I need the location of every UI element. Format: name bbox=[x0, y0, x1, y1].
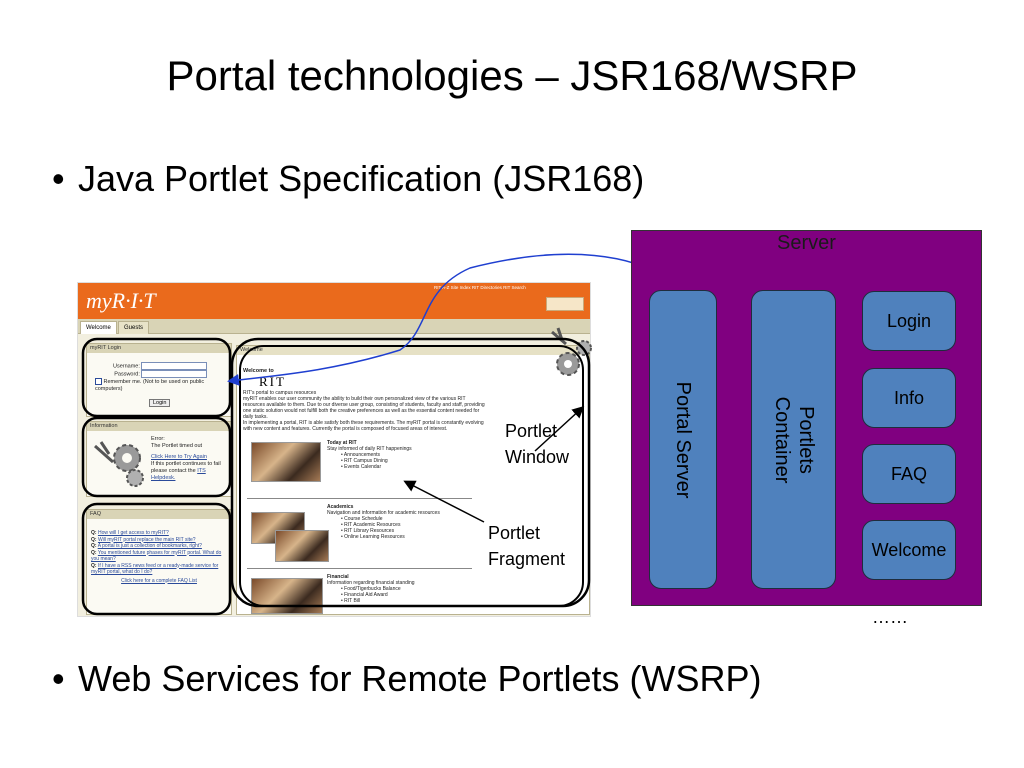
helpdesk-link[interactable]: ITS Helpdesk. bbox=[151, 468, 206, 481]
portlet-window-arrow bbox=[534, 405, 585, 452]
more-portlets-ellipsis: …… bbox=[872, 607, 908, 627]
section-link[interactable]: • RIT Campus Dining bbox=[341, 458, 388, 464]
login-portlet-title: myRIT Login bbox=[87, 344, 231, 353]
portlets-container-label: Portlets Container bbox=[770, 396, 817, 483]
username-label: Username: bbox=[113, 363, 140, 370]
intro-text: myRIT enables our user community the abi… bbox=[243, 396, 485, 420]
campus-photo bbox=[251, 442, 321, 482]
portlet-faq: FAQ bbox=[862, 444, 956, 504]
section-link[interactable]: • RIT Library Resources bbox=[341, 528, 395, 534]
remember-checkbox[interactable] bbox=[95, 378, 102, 385]
bullet-wsrp: • Web Services for Remote Portlets (WSRP) bbox=[52, 658, 762, 700]
faq-item[interactable]: Q: How will I get access to myRIT? bbox=[91, 530, 227, 537]
login-button[interactable]: Login bbox=[149, 399, 171, 407]
section-link[interactable]: • Food/Tigerbucks Balance bbox=[341, 586, 401, 592]
remember-label: Remember me. (Not to be used on public c… bbox=[95, 378, 205, 392]
slide-title: Portal technologies – JSR168/WSRP bbox=[166, 52, 858, 99]
tab-guests[interactable]: Guests bbox=[118, 321, 150, 334]
information-portlet: Information Error: The Portlet timed out… bbox=[86, 421, 232, 497]
faq-portlet-title: FAQ bbox=[87, 510, 231, 519]
student-photo bbox=[275, 530, 329, 562]
welcome-intro: RIT's portal to campus resources myRIT e… bbox=[243, 390, 488, 432]
faq-prefix: Q: bbox=[91, 549, 97, 556]
faq-link[interactable]: A portal is just a collection of bookmar… bbox=[97, 543, 202, 549]
section-link[interactable]: • Announcements bbox=[341, 452, 381, 458]
password-input[interactable] bbox=[141, 370, 208, 379]
username-input[interactable] bbox=[141, 362, 208, 370]
faq-link[interactable]: If I have a RSS news feed or a ready-mad… bbox=[91, 562, 219, 576]
faq-link[interactable]: Will myRIT portal replace the main RIT s… bbox=[97, 536, 196, 543]
server-to-login-arrow bbox=[227, 253, 691, 386]
portal-server-label: Portal Server bbox=[672, 381, 694, 498]
faq-link[interactable]: How will I get access to myRIT? bbox=[97, 530, 169, 536]
intro-heading: RIT's portal to campus resources bbox=[243, 390, 317, 396]
section-financial: Financial Information regarding financia… bbox=[327, 574, 497, 604]
server-label: Server bbox=[777, 232, 836, 254]
bullet-glyph: • bbox=[52, 658, 65, 699]
faq-item[interactable]: Q: If I have a RSS news feed or a ready-… bbox=[91, 563, 227, 576]
faq-prefix: Q: bbox=[91, 562, 97, 569]
faq-portlet: FAQ Q: How will I get access to myRIT? Q… bbox=[86, 509, 232, 615]
section-link[interactable]: • Online Learning Resources bbox=[341, 534, 405, 540]
remember-me[interactable]: Remember me. (Not to be used on public c… bbox=[95, 378, 225, 393]
faq-prefix: Q: bbox=[91, 530, 97, 536]
bullet-jsr168: • Java Portlet Specification (JSR168) bbox=[52, 158, 644, 200]
section-divider bbox=[247, 568, 472, 569]
section-link[interactable]: • Course Schedule bbox=[341, 516, 383, 522]
faq-prefix: Q: bbox=[91, 536, 97, 543]
section-desc: Stay informed of daily RIT happenings bbox=[327, 446, 412, 452]
portlet-fragment-arrow bbox=[403, 480, 485, 523]
error-text: The Portlet timed out bbox=[151, 443, 203, 449]
information-portlet-outline bbox=[81, 416, 232, 498]
login-portlet: myRIT Login Username: Password: Remember… bbox=[86, 343, 232, 417]
finance-photo bbox=[251, 578, 323, 614]
bullet-text: Web Services for Remote Portlets (WSRP) bbox=[78, 658, 762, 699]
portlet-window-callout: Portlet Window bbox=[505, 421, 570, 467]
faq-item[interactable]: Q: You mentioned future phases for myRIT… bbox=[91, 550, 227, 563]
section-link[interactable]: • Events Calendar bbox=[341, 464, 382, 470]
portlet-login: Login bbox=[862, 291, 956, 351]
section-link[interactable]: • Financial Aid Award bbox=[341, 592, 388, 598]
faq-list: Q: How will I get access to myRIT? Q: Wi… bbox=[91, 530, 227, 584]
help-text: If this portlet continues to fail please… bbox=[151, 461, 221, 474]
portlet-fragment-callout: Portlet Fragment bbox=[488, 523, 566, 569]
section-heading: Today at RIT bbox=[327, 440, 357, 446]
portlet-info: Info bbox=[862, 368, 956, 428]
myrit-logo: myR·I·T bbox=[86, 288, 156, 313]
bullet-text: Java Portlet Specification (JSR168) bbox=[78, 158, 645, 199]
section-divider bbox=[247, 498, 472, 499]
password-label: Password: bbox=[114, 371, 140, 378]
section-desc: Navigation and information for academic … bbox=[327, 510, 440, 516]
faq-more-link[interactable]: Click here for a complete FAQ List bbox=[121, 577, 197, 584]
intro-text-2: In implementing a portal, RIT is able sa… bbox=[243, 420, 484, 432]
section-link[interactable]: • RIT Academic Resources bbox=[341, 522, 401, 528]
portlets-container-box: Portlets Container bbox=[751, 290, 836, 589]
tab-welcome[interactable]: Welcome bbox=[80, 321, 117, 334]
section-heading: Financial bbox=[327, 574, 349, 580]
faq-portlet-outline bbox=[81, 502, 232, 616]
login-form: Username: Password: bbox=[113, 362, 208, 379]
section-today: Today at RIT Stay informed of daily RIT … bbox=[327, 440, 497, 470]
portlet-welcome: Welcome bbox=[862, 520, 956, 580]
section-academics: Academics Navigation and information for… bbox=[327, 504, 497, 540]
faq-link[interactable]: You mentioned future phases for myRIT po… bbox=[91, 549, 222, 563]
faq-item[interactable]: Q: A portal is just a collection of book… bbox=[91, 543, 227, 550]
login-portlet-outline bbox=[81, 337, 232, 418]
faq-prefix: Q: bbox=[91, 543, 97, 549]
bullet-glyph: • bbox=[52, 158, 65, 199]
section-link[interactable]: • RIT Bill bbox=[341, 598, 361, 604]
portal-server-box: Portal Server bbox=[649, 290, 717, 589]
error-label: Error: bbox=[151, 436, 165, 442]
gears-error-icon bbox=[94, 441, 144, 487]
section-desc: Information regarding financial standing bbox=[327, 580, 415, 586]
faq-item[interactable]: Q: Will myRIT portal replace the main RI… bbox=[91, 537, 227, 544]
error-message: Error: The Portlet timed out Click Here … bbox=[151, 436, 229, 482]
information-portlet-title: Information bbox=[87, 422, 231, 431]
retry-link[interactable]: Click Here to Try Again bbox=[151, 454, 207, 460]
section-heading: Academics bbox=[327, 504, 354, 510]
